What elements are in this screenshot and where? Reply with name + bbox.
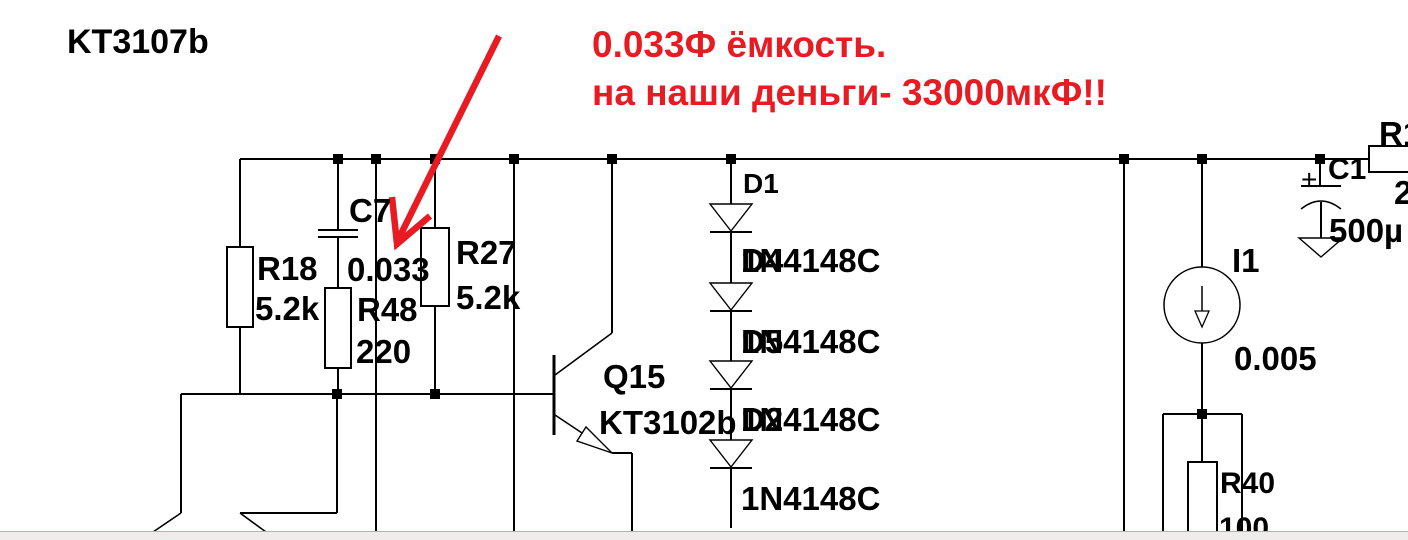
label-c7-name[interactable]: C7 bbox=[349, 192, 392, 229]
label-r1-name[interactable]: R1 bbox=[1379, 115, 1408, 152]
q15-emitter-arrow bbox=[575, 425, 613, 454]
label-c7-value[interactable]: 0.033 bbox=[347, 251, 430, 288]
label-d5-name[interactable]: D5 bbox=[741, 323, 784, 360]
label-r1-value[interactable]: 2 bbox=[1394, 174, 1408, 211]
resistor-r1-symbol bbox=[1368, 145, 1408, 173]
annotation-line2: на наши деньги- 33000мкФ!! bbox=[592, 72, 1107, 113]
capacitor-c1-symbol[interactable] bbox=[1297, 200, 1345, 258]
label-c1-value[interactable]: 500µ bbox=[1329, 212, 1404, 249]
label-d4-name[interactable]: D4 bbox=[741, 242, 784, 279]
label-d1-name[interactable]: D1 bbox=[743, 168, 779, 199]
ground-icon bbox=[1297, 237, 1345, 258]
resistor-r40-symbol bbox=[1187, 461, 1218, 535]
diode-d5-symbol bbox=[708, 360, 754, 390]
h-scrollbar-track[interactable] bbox=[0, 531, 1408, 540]
diode-d2-symbol bbox=[708, 439, 754, 469]
label-c1-name[interactable]: C1 bbox=[1328, 153, 1367, 186]
resistor-bodies[interactable] bbox=[226, 145, 1408, 535]
label-r48-value[interactable]: 220 bbox=[356, 333, 412, 370]
label-r18-value[interactable]: 5.2k bbox=[255, 290, 320, 327]
label-i1-name[interactable]: I1 bbox=[1232, 242, 1260, 279]
annotation-arrow-icon bbox=[388, 34, 502, 251]
current-source-i1-symbol[interactable] bbox=[1163, 266, 1241, 344]
diode-chain[interactable] bbox=[708, 203, 754, 469]
label-q15-name[interactable]: Q15 bbox=[603, 358, 666, 395]
c1-plus-mark: + bbox=[1301, 164, 1318, 195]
label-q15-value[interactable]: KT3102b bbox=[599, 404, 737, 441]
resistor-r48-symbol bbox=[324, 287, 352, 369]
label-r27-name[interactable]: R27 bbox=[456, 234, 517, 271]
label-d2-value[interactable]: 1N4148C bbox=[741, 480, 881, 517]
resistor-r27-symbol bbox=[420, 227, 450, 307]
label-d2-name[interactable]: D2 bbox=[741, 401, 784, 438]
label-r18-name[interactable]: R18 bbox=[257, 250, 318, 287]
label-d4-value[interactable]: 1N4148C bbox=[741, 323, 881, 360]
label-i1-value[interactable]: 0.005 bbox=[1234, 340, 1317, 377]
diode-d4-symbol bbox=[708, 282, 754, 312]
resistor-r18-symbol bbox=[226, 246, 254, 328]
label-r27-value[interactable]: 5.2k bbox=[456, 279, 521, 316]
annotation-line1: 0.033Ф ёмкость. bbox=[592, 24, 887, 65]
i1-arrow-icon bbox=[1194, 310, 1210, 329]
label-r40-name[interactable]: R40 bbox=[1220, 467, 1276, 500]
label-d1-value[interactable]: 1N4148C bbox=[741, 242, 881, 279]
label-d5-value[interactable]: 1N4148C bbox=[741, 401, 881, 438]
label-r48-name[interactable]: R48 bbox=[357, 291, 418, 328]
label-kt3107b[interactable]: KT3107b bbox=[67, 23, 209, 61]
diode-d1-symbol bbox=[708, 203, 754, 233]
